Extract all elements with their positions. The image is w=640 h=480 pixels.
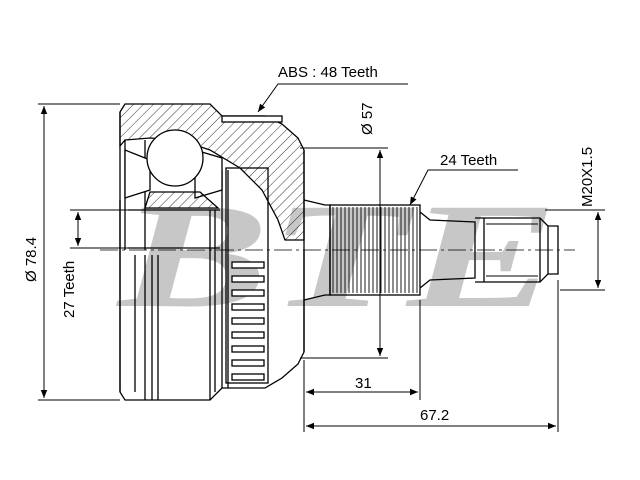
leader-shaft-teeth <box>409 169 518 206</box>
outer-diameter-label: Ø 78.4 <box>23 237 40 282</box>
shaft-teeth-label: 24 Teeth <box>440 152 497 169</box>
thread-lines <box>486 223 538 277</box>
shaft-splines <box>332 207 418 293</box>
leader-abs <box>257 83 408 113</box>
abs-label: ABS : 48 Teeth <box>278 64 378 81</box>
seal-diameter-label: Ø 57 <box>359 102 376 135</box>
dimension-lines <box>38 83 605 432</box>
length-b-label: 67.2 <box>420 407 449 424</box>
stub-shaft <box>303 150 559 352</box>
ball-cage <box>124 129 223 249</box>
abs-ring-teeth <box>231 261 265 381</box>
length-a-label: 31 <box>355 375 372 392</box>
thread-label: M20X1.5 <box>579 147 596 207</box>
ball-icon <box>146 129 204 187</box>
inner-teeth-label: 27 Teeth <box>61 261 78 318</box>
